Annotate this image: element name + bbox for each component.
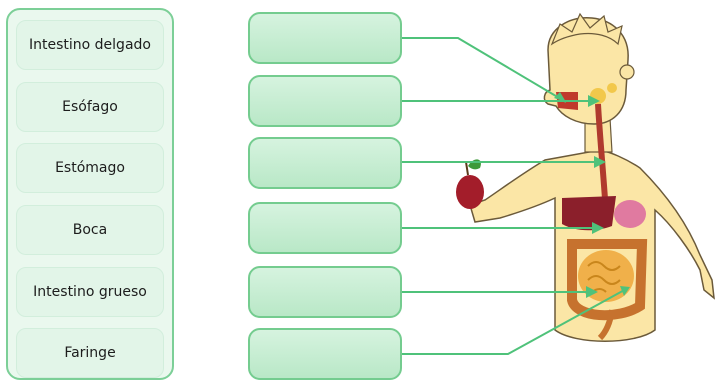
word-tile-boca[interactable]: Boca	[16, 205, 164, 255]
word-tile-esofago[interactable]: Esófago	[16, 82, 164, 132]
drop-target-1[interactable]	[248, 12, 402, 64]
word-tile-intestino-delgado[interactable]: Intestino delgado	[16, 20, 164, 70]
pointer-lines	[402, 37, 629, 355]
word-tile-intestino-grueso[interactable]: Intestino grueso	[16, 267, 164, 317]
arrowhead-6	[620, 286, 630, 296]
arrowhead-4	[592, 222, 604, 234]
arrowhead-3	[594, 156, 606, 168]
drop-target-3[interactable]	[248, 137, 402, 189]
arrowhead-5	[586, 286, 598, 298]
drop-target-5[interactable]	[248, 266, 402, 318]
arrowhead-2	[588, 95, 600, 107]
arrowhead-1	[554, 92, 566, 102]
pointer-line-6	[402, 287, 629, 355]
pointer-arrowheads	[554, 92, 630, 298]
apple-icon	[456, 159, 484, 209]
word-tile-faringe[interactable]: Faringe	[16, 328, 164, 378]
pointer-line-1	[402, 37, 567, 103]
word-tile-estomago[interactable]: Estómago	[16, 143, 164, 193]
drop-target-2[interactable]	[248, 75, 402, 127]
drop-target-6[interactable]	[248, 328, 402, 380]
word-bank: Intestino delgado Esófago Estómago Boca …	[6, 8, 174, 380]
drop-target-4[interactable]	[248, 202, 402, 254]
